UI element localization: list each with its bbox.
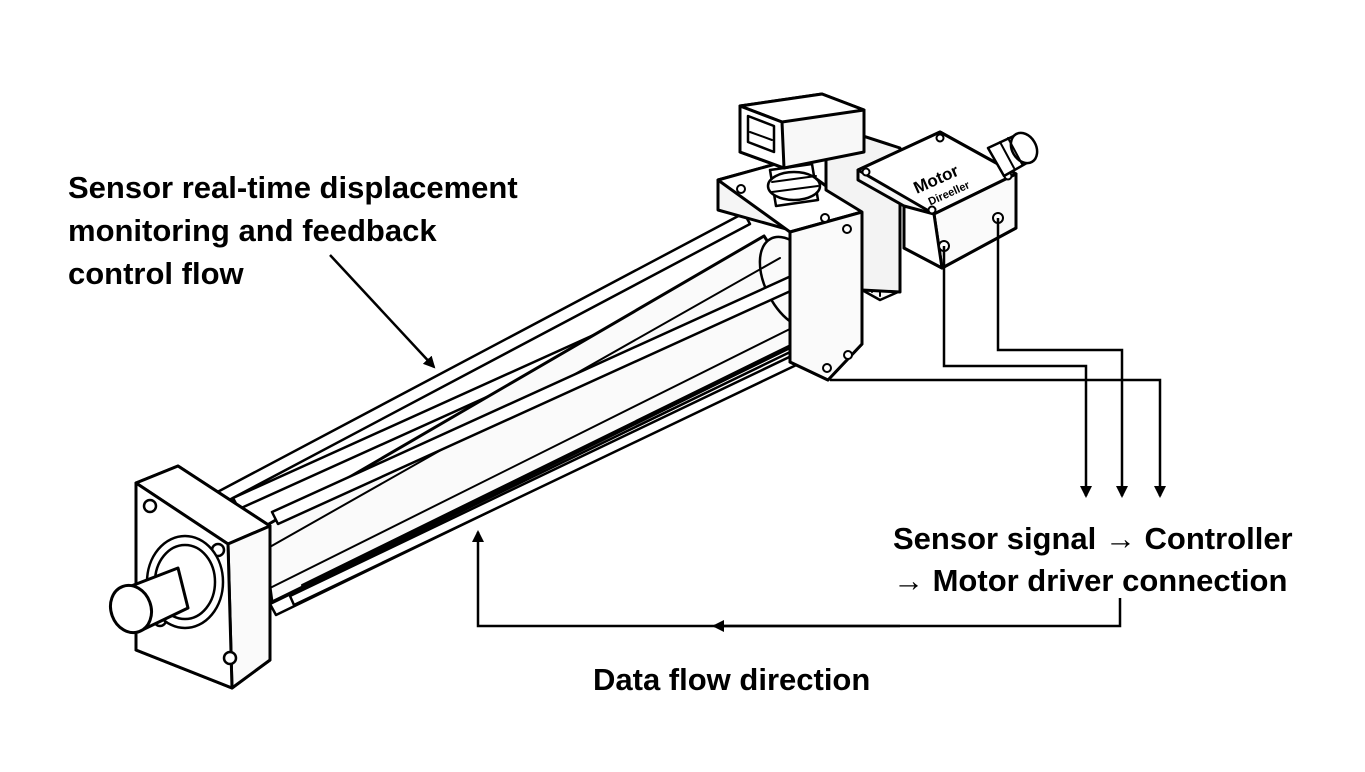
signal-wire-3 <box>830 378 1166 498</box>
front-flange <box>134 464 272 690</box>
signal-wire-2 <box>996 218 1128 498</box>
signal-path-callout: Sensor signal → Controller → Motor drive… <box>893 518 1293 602</box>
callout-line: monitoring and feedback <box>68 213 437 248</box>
actuator-assembly <box>108 158 864 690</box>
piston-rod <box>108 566 190 635</box>
sensor-monitoring-callout: Sensor real-time displacement monitoring… <box>68 166 518 295</box>
sensor-callout-arrow <box>329 254 436 369</box>
callout-line: control flow <box>68 256 244 291</box>
callout-line: Sensor real-time displacement <box>68 170 518 205</box>
signal-wire-1 <box>942 246 1092 498</box>
displacement-sensor <box>738 92 866 208</box>
callout-line: → Motor driver connection <box>893 563 1288 598</box>
data-flow-callout: Data flow direction <box>593 662 871 697</box>
callout-line: Sensor signal → Controller <box>893 521 1293 556</box>
